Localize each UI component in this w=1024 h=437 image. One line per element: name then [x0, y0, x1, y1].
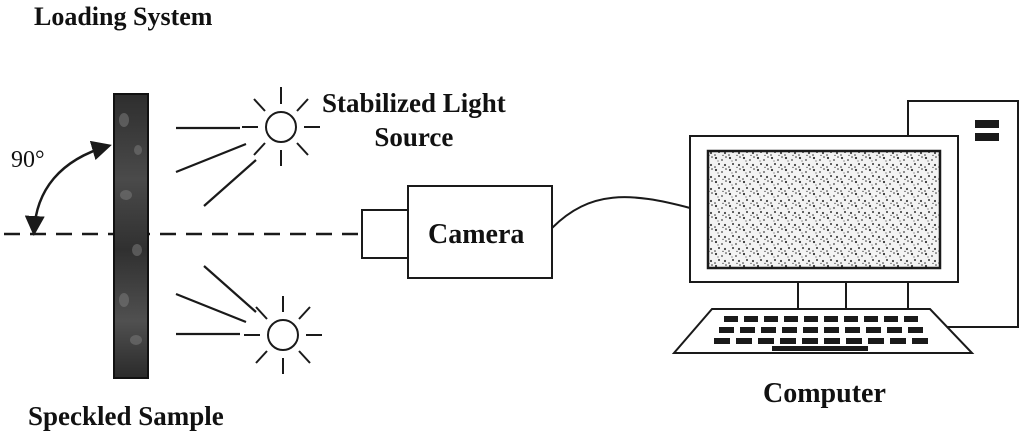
- upper-light-rays: [175, 126, 257, 207]
- keyboard-key: [782, 327, 797, 333]
- keyboard-key: [802, 338, 818, 344]
- keyboard-key: [758, 338, 774, 344]
- light-source-label-line2: Source: [374, 122, 454, 152]
- keyboard-key: [724, 316, 738, 322]
- keyboard-key: [912, 338, 928, 344]
- keyboard-keys: [714, 316, 928, 351]
- keyboard-key: [824, 338, 840, 344]
- keyboard-key: [846, 338, 862, 344]
- camera-icon: [361, 185, 553, 279]
- keyboard-key: [844, 316, 858, 322]
- light-source-icon: [242, 87, 320, 166]
- computer-icon: [689, 135, 959, 309]
- keyboard-key: [784, 316, 798, 322]
- keyboard-key: [804, 316, 818, 322]
- light-source-label-line1: Stabilized Light: [322, 88, 506, 118]
- keyboard-key: [736, 338, 752, 344]
- light-source-icon: [244, 296, 322, 374]
- camera-cable: [551, 196, 691, 229]
- sample-speckle-blobs: [119, 113, 142, 345]
- keyboard-key: [884, 316, 898, 322]
- lower-light-rays: [175, 265, 257, 336]
- keyboard-key: [908, 327, 923, 333]
- computer-label: Computer: [763, 378, 886, 409]
- loading-system-label: Loading System: [34, 2, 213, 31]
- speckled-sample-label: Speckled Sample: [28, 401, 224, 431]
- rotation-angle-arrow: [24, 140, 112, 236]
- keyboard-key: [764, 316, 778, 322]
- keyboard-key: [824, 316, 838, 322]
- keyboard-key: [744, 316, 758, 322]
- keyboard-key: [714, 338, 730, 344]
- keyboard-key: [761, 327, 776, 333]
- keyboard-key: [864, 316, 878, 322]
- speckled-sample-icon: [113, 93, 149, 379]
- angle-label: 90°: [11, 147, 45, 173]
- keyboard-key: [866, 327, 881, 333]
- keyboard-key: [803, 327, 818, 333]
- keyboard-key: [904, 316, 918, 322]
- keyboard-key: [868, 338, 884, 344]
- keyboard-key: [719, 327, 734, 333]
- keyboard-key: [740, 327, 755, 333]
- keyboard-key: [824, 327, 839, 333]
- keyboard-key: [780, 338, 796, 344]
- keyboard-key: [887, 327, 902, 333]
- keyboard-key: [845, 327, 860, 333]
- camera-label: Camera: [428, 219, 525, 250]
- light-source-label: Stabilized Light Source: [322, 86, 506, 154]
- keyboard-key: [890, 338, 906, 344]
- keyboard-spacebar: [772, 346, 868, 351]
